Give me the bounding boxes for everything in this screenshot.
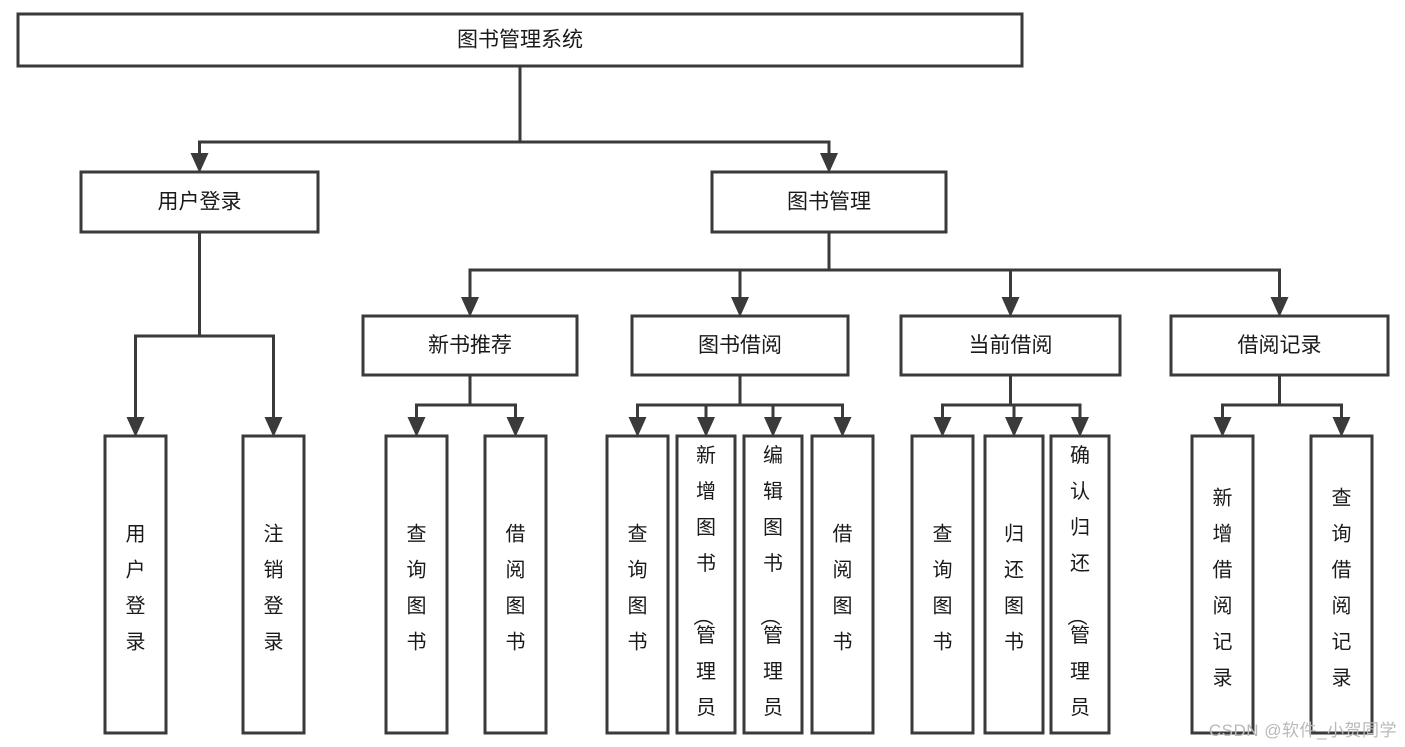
node-leaf-logout-login[interactable]: 注销登录 (241, 434, 306, 735)
node-box-user-login[interactable] (79, 170, 320, 234)
node-leaf-borrow-books-borrow[interactable]: 借阅图书 (810, 434, 875, 735)
node-label-book-borrow: 图书借阅 (698, 334, 782, 357)
node-label-leaf-borrow-books-borrow: 借阅图书 (833, 523, 853, 654)
node-user-login[interactable]: 用户登录 (79, 170, 320, 234)
conn-record-bus (1213, 373, 1351, 437)
watermark-text: CSDN @软件_小贺同学 (1208, 721, 1397, 740)
node-root[interactable]: 图书管理系统 (16, 12, 1024, 68)
node-leaf-user-login[interactable]: 用户登录 (103, 434, 168, 735)
node-leaf-query-books-current[interactable]: 查询图书 (910, 434, 975, 735)
node-current-borrow[interactable]: 当前借阅 (899, 314, 1122, 377)
node-layer: 图书管理系统用户登录图书管理新书推荐图书借阅当前借阅借阅记录用户登录注销登录查询… (16, 12, 1390, 747)
node-box-new-book-recommend[interactable] (361, 314, 579, 377)
node-label-leaf-borrow-books-recommend: 借阅图书 (506, 523, 526, 654)
node-leaf-confirm-return-admin[interactable]: 确认归还（管理员） (1049, 434, 1111, 747)
node-label-leaf-query-books-current: 查询图书 (933, 523, 953, 654)
node-box-leaf-query-books-current[interactable] (910, 434, 975, 735)
node-box-current-borrow[interactable] (899, 314, 1122, 377)
connector-layer (126, 64, 1351, 437)
node-label-leaf-confirm-return-admin: 确认归还（管理员） (1065, 444, 1090, 747)
node-box-leaf-borrow-books-borrow[interactable] (810, 434, 875, 735)
conn-current-bus (933, 373, 1089, 437)
node-leaf-add-borrow-record[interactable]: 新增借阅记录 (1190, 434, 1255, 735)
node-leaf-query-borrow-record[interactable]: 查询借阅记录 (1309, 434, 1374, 735)
node-label-leaf-return-books: 归还图书 (1004, 523, 1024, 654)
node-label-leaf-logout-login: 注销登录 (264, 523, 284, 654)
node-box-leaf-query-books-borrow[interactable] (605, 434, 670, 735)
node-box-leaf-confirm-return-admin[interactable] (1049, 434, 1111, 735)
node-label-book-management: 图书管理 (787, 191, 871, 214)
node-label-current-borrow: 当前借阅 (969, 334, 1053, 357)
node-label-leaf-edit-book-admin: 编辑图书（管理员） (758, 444, 783, 747)
node-book-borrow[interactable]: 图书借阅 (630, 314, 850, 377)
conn-borrow-bus (628, 373, 852, 437)
node-box-leaf-query-books-recommend[interactable] (384, 434, 449, 735)
node-label-root: 图书管理系统 (457, 29, 583, 52)
conn-recommend-bus (407, 373, 525, 437)
node-box-leaf-user-login[interactable] (103, 434, 168, 735)
node-box-borrow-record[interactable] (1169, 314, 1390, 377)
node-box-leaf-add-book-admin[interactable] (675, 434, 737, 735)
node-leaf-query-books-borrow[interactable]: 查询图书 (605, 434, 670, 735)
node-new-book-recommend[interactable]: 新书推荐 (361, 314, 579, 377)
node-leaf-borrow-books-recommend[interactable]: 借阅图书 (483, 434, 548, 735)
node-box-leaf-query-borrow-record[interactable] (1309, 434, 1374, 735)
node-box-leaf-return-books[interactable] (983, 434, 1045, 735)
node-label-leaf-user-login: 用户登录 (126, 524, 146, 654)
node-box-leaf-edit-book-admin[interactable] (742, 434, 804, 735)
node-label-new-book-recommend: 新书推荐 (428, 334, 512, 357)
conn-userlogin-bus (126, 230, 283, 437)
node-book-management[interactable]: 图书管理 (710, 170, 948, 234)
node-leaf-add-book-admin[interactable]: 新增图书（管理员） (675, 434, 737, 747)
node-label-borrow-record: 借阅记录 (1238, 334, 1322, 357)
node-label-leaf-query-borrow-record: 查询借阅记录 (1332, 487, 1352, 690)
node-borrow-record[interactable]: 借阅记录 (1169, 314, 1390, 377)
node-leaf-return-books[interactable]: 归还图书 (983, 434, 1045, 735)
node-box-root[interactable] (16, 12, 1024, 68)
node-label-leaf-add-book-admin: 新增图书（管理员） (691, 444, 716, 747)
node-box-leaf-add-borrow-record[interactable] (1190, 434, 1255, 735)
node-box-book-borrow[interactable] (630, 314, 850, 377)
node-label-leaf-add-borrow-record: 新增借阅记录 (1213, 487, 1233, 690)
node-box-leaf-logout-login[interactable] (241, 434, 306, 735)
node-box-leaf-borrow-books-recommend[interactable] (483, 434, 548, 735)
conn-root-bus (190, 64, 838, 173)
node-label-leaf-query-books-borrow: 查询图书 (628, 523, 648, 654)
node-box-book-management[interactable] (710, 170, 948, 234)
node-label-user-login: 用户登录 (158, 191, 242, 214)
node-label-leaf-query-books-recommend: 查询图书 (407, 523, 427, 654)
node-leaf-query-books-recommend[interactable]: 查询图书 (384, 434, 449, 735)
conn-bookmgmt-bus (461, 230, 1289, 317)
node-leaf-edit-book-admin[interactable]: 编辑图书（管理员） (742, 434, 804, 747)
